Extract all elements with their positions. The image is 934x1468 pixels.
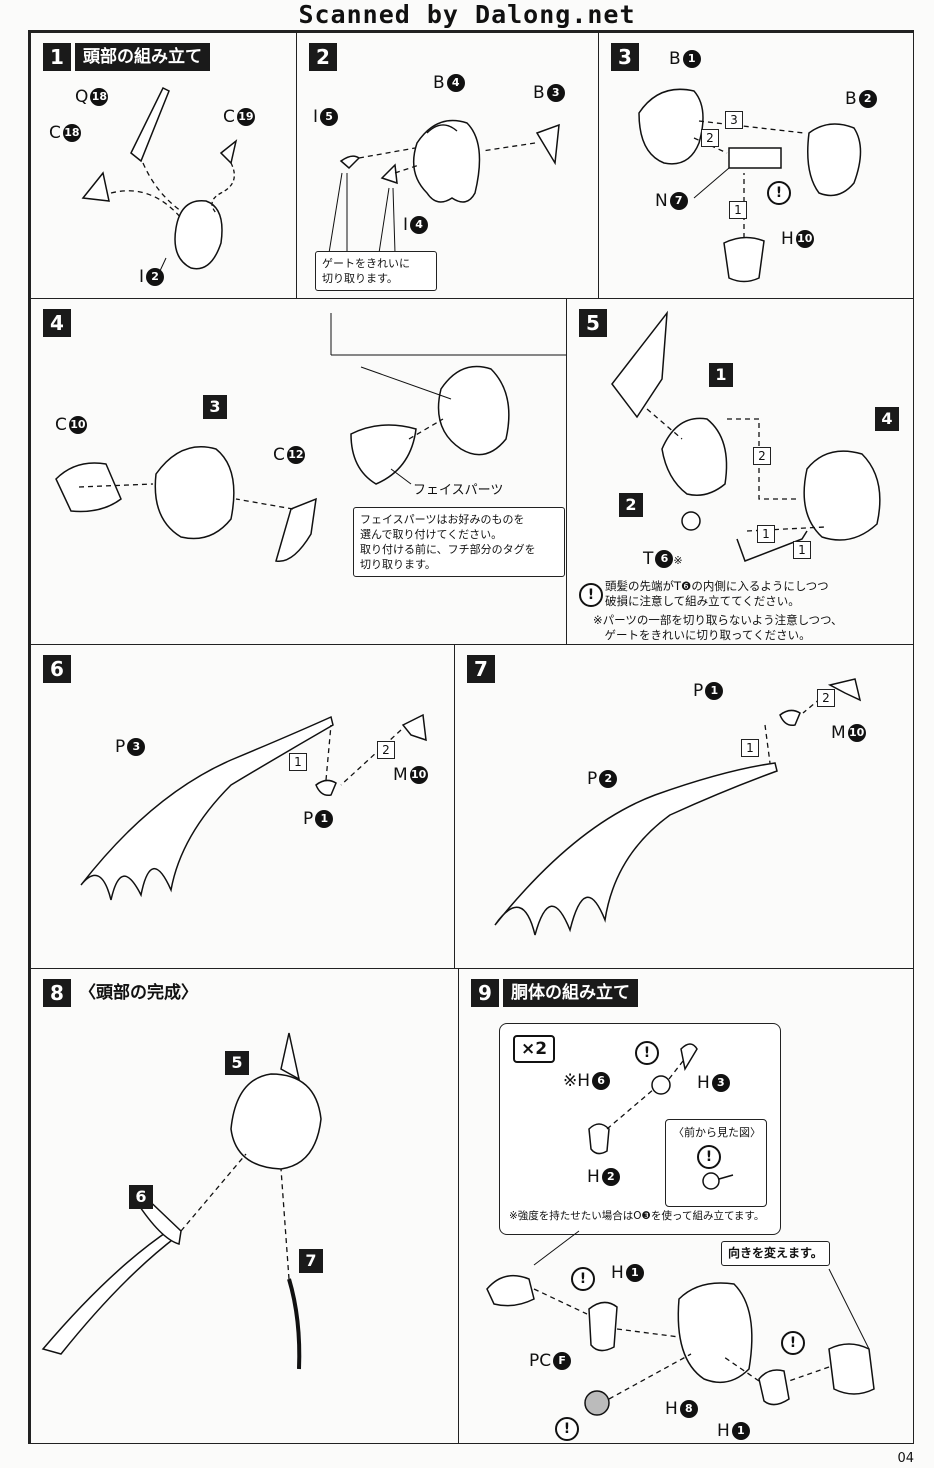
caution-icon: ! [635, 1041, 659, 1065]
turn-note: 向きを変えます。 [721, 1241, 830, 1266]
order-box: 1 [741, 739, 759, 757]
step-6-diagram [80, 713, 427, 901]
step-number: 7 [467, 655, 495, 683]
hair-caption: 頭髪の先端がT❻の内側に入るようにしつつ 破損に注意して組み立ててください。 [605, 579, 829, 608]
step-8-diagram [41, 1032, 322, 1370]
caution-icon: ! [767, 181, 791, 205]
step-reference: 7 [299, 1249, 323, 1273]
step-reference: 3 [203, 395, 227, 419]
step-reference: 2 [619, 493, 643, 517]
strength-caption: ※強度を持たせたい場合はO❸を使って組み立てます。 [509, 1210, 765, 1222]
step-4-diagram [55, 313, 567, 562]
step-title: 頭部の組み立て [75, 43, 210, 71]
gate-caption: ※パーツの一部を切り取らないよう注意しつつ、 ゲートをきれいに切り取ってください… [593, 613, 843, 642]
step-2-diagram [328, 119, 560, 254]
step-reference: 1 [709, 363, 733, 387]
step-title: 〈頭部の完成〉 [79, 983, 198, 1003]
caution-icon: ! [555, 1417, 579, 1441]
caution-icon: ! [697, 1145, 721, 1169]
step-reference: 5 [225, 1051, 249, 1075]
order-box: 1 [729, 201, 747, 219]
step-number: 2 [309, 43, 337, 71]
page-number: 04 [897, 1451, 914, 1466]
quantity-badge: ×2 [513, 1035, 556, 1063]
scan-credit: Scanned by Dalong.net [298, 0, 636, 29]
step-title: 胴体の組み立て [503, 979, 638, 1007]
step-number: 4 [43, 309, 71, 337]
face-parts-note: フェイスパーツはお好みのものを 選んで取り付けてください。 取り付ける前に、フチ… [353, 507, 565, 577]
order-box: 1 [289, 753, 307, 771]
step-number: 1 [43, 43, 71, 71]
caution-icon: ! [781, 1331, 805, 1355]
step-reference: 6 [129, 1185, 153, 1209]
step-3-diagram [638, 88, 862, 283]
order-box: 2 [817, 689, 835, 707]
step-1-diagram [81, 86, 238, 274]
front-view-label: 〈前から見た図〉 [673, 1126, 761, 1139]
order-box: 1 [757, 525, 775, 543]
hair-caution-icon: ! [579, 583, 603, 607]
step-reference: 4 [875, 407, 899, 431]
step-9-diagram [486, 1043, 875, 1416]
step-number: 5 [579, 309, 607, 337]
step-7-diagram [494, 678, 862, 936]
step-number: 3 [611, 43, 639, 71]
step-number: 6 [43, 655, 71, 683]
order-box: 1 [793, 541, 811, 559]
step-5-diagram [611, 310, 881, 562]
order-box: 2 [377, 741, 395, 759]
order-box: 2 [701, 129, 719, 147]
step-8-panel: 8 〈頭部の完成〉 5 6 7 [30, 968, 460, 1444]
caution-icon: ! [571, 1267, 595, 1291]
step-number: 8 [43, 979, 71, 1007]
order-box: 2 [753, 447, 771, 465]
face-parts-label: フェイスパーツ [413, 483, 504, 498]
step-number: 9 [471, 979, 499, 1007]
order-box: 3 [725, 111, 743, 129]
gate-note: ゲートをきれいに 切り取ります。 [315, 251, 437, 291]
